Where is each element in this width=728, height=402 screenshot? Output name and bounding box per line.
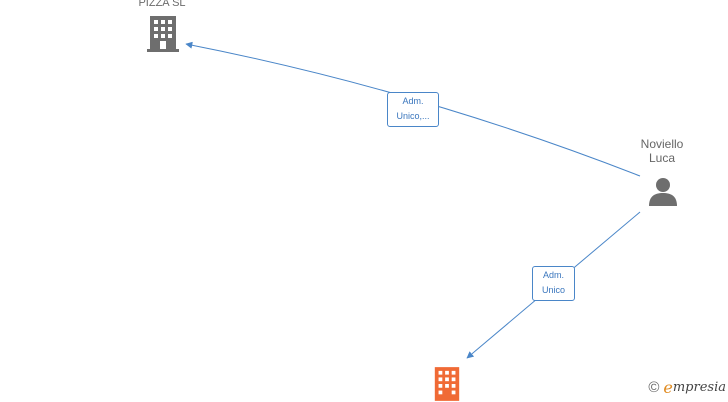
edge-label-top-line2: Unico,...: [396, 111, 430, 121]
building-icon[interactable]: [432, 366, 462, 402]
company-top-label[interactable]: PIZZA SL: [138, 0, 186, 9]
edge-label-bottom-line1: Adm.: [542, 270, 564, 280]
person-icon[interactable]: [648, 176, 678, 206]
copyright-icon: ©: [648, 378, 660, 396]
edge-label-top-line1: Adm.: [402, 96, 424, 106]
empresia-watermark: © e mpresia: [648, 377, 726, 397]
person-label[interactable]: Noviello Luca: [640, 137, 684, 165]
building-icon[interactable]: [147, 16, 179, 52]
edge-label-bottom[interactable]: Adm. Unico: [532, 266, 575, 301]
brand-initial: e: [663, 377, 673, 397]
brand-name: mpresia: [672, 379, 726, 395]
edge-label-top[interactable]: Adm. Unico,...: [387, 92, 439, 127]
edge-label-bottom-line2: Unico: [541, 285, 565, 295]
